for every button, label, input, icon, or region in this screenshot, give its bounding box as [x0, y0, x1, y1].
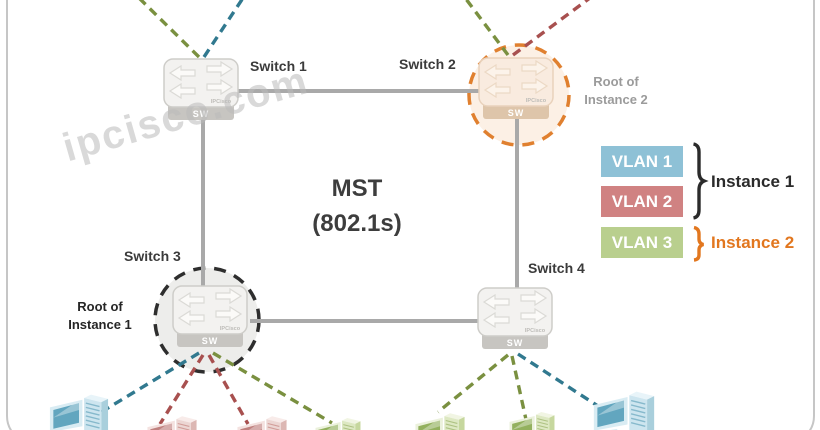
switch-sw-text: SW [202, 336, 219, 346]
root-of-instance2-line2: Instance 2 [584, 91, 648, 107]
switch2-label: Switch 2 [399, 56, 456, 72]
legend-vlan1-label: VLAN 1 [611, 151, 673, 171]
switch2-icon: IPCisco SW [478, 57, 554, 121]
root-of-instance1-note: Root of Instance 1 [56, 298, 144, 333]
workstation-vlan2-icon [236, 414, 288, 430]
legend-vlan2-label: VLAN 2 [611, 191, 673, 211]
root-of-instance1-line2: Instance 1 [68, 316, 132, 332]
title-line2: (802.1s) [312, 209, 402, 237]
switch-brand-text: IPCisco [211, 99, 232, 105]
switch3-icon: IPCisco SW [172, 285, 248, 349]
sw3-vlan2-host-link-b [207, 354, 250, 425]
switch-brand-text: IPCisco [526, 98, 547, 104]
workstation-vlan3-icon [508, 410, 556, 430]
switch4-icon: IPCisco SW [477, 287, 553, 351]
sw1-vlan3-uplink [138, 0, 201, 59]
switch1-icon: IPCisco SW [163, 58, 239, 122]
instance1-brace [693, 142, 709, 220]
workstation-vlan1-icon [592, 389, 656, 430]
switch-sw-text: SW [508, 108, 525, 118]
legend-instance2-label: Instance 2 [711, 233, 795, 252]
sw1-vlan1-uplink [202, 0, 244, 58]
legend-vlan3-box: VLAN 3 [601, 227, 683, 258]
sw4-vlan3-host-link-b [510, 355, 529, 425]
legend-instance1-label: Instance 1 [711, 172, 795, 191]
sw4-vlan3-host-link-a [436, 353, 510, 414]
sw3-vlan2-host-link-a [158, 354, 205, 425]
root-of-instance1-line1: Root of [77, 299, 123, 314]
switch-brand-text: IPCisco [525, 328, 546, 334]
workstation-vlan2-icon [146, 414, 198, 430]
switch1-label: Switch 1 [250, 58, 307, 74]
root-of-instance2-note: Root of Instance 2 [570, 73, 662, 108]
sw2-vlan2-uplink [511, 0, 591, 57]
sw3-vlan1-host-link [92, 351, 200, 419]
legend-vlan1-box: VLAN 1 [601, 146, 683, 177]
title-line1: MST [331, 175, 383, 202]
workstation-vlan1-icon [48, 392, 110, 430]
switch-brand-text: IPCisco [220, 326, 241, 332]
workstation-vlan3-icon [314, 416, 362, 430]
sw4-vlan1-host-link [517, 352, 605, 412]
workstation-vlan3-icon [414, 411, 466, 430]
switch4-label: Switch 4 [528, 260, 585, 276]
legend-vlan2-box: VLAN 2 [601, 186, 683, 217]
root-of-instance2-line1: Root of [593, 74, 639, 89]
instance2-brace [693, 225, 704, 262]
switch3-label: Switch 3 [124, 248, 181, 264]
switch-sw-text: SW [193, 109, 210, 119]
diagram-title: MST (802.1s) [292, 172, 422, 242]
switch-sw-text: SW [507, 338, 524, 348]
sw2-vlan3-uplink [464, 0, 510, 57]
sw3-vlan3-host-link [212, 351, 333, 425]
legend-vlan3-label: VLAN 3 [611, 232, 673, 252]
